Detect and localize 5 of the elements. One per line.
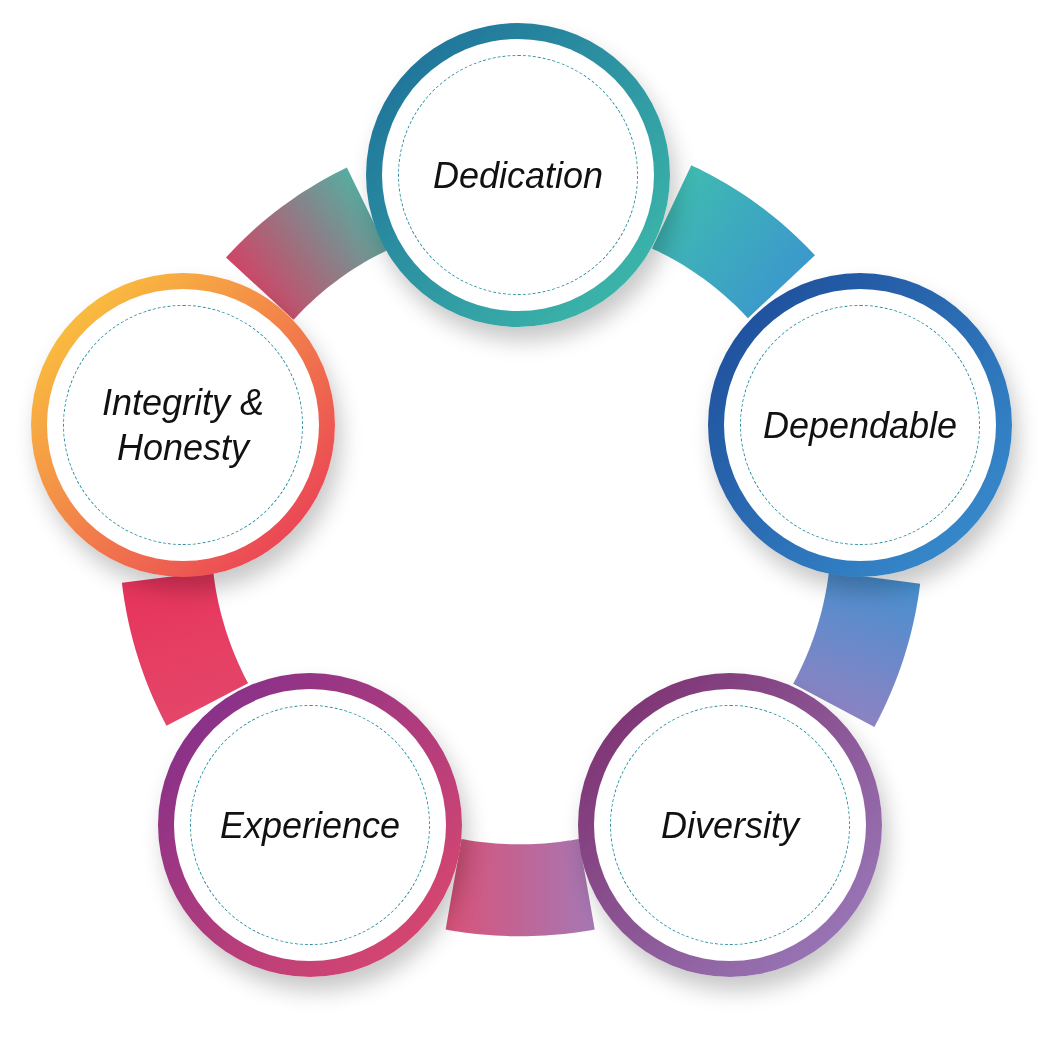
node-label: Experience [219, 803, 401, 848]
node-label: Dedication [432, 153, 604, 198]
node-label: Integrity & Honesty [100, 381, 266, 470]
node-label: Dependable [762, 403, 958, 448]
node-label: Diversity [661, 803, 799, 848]
